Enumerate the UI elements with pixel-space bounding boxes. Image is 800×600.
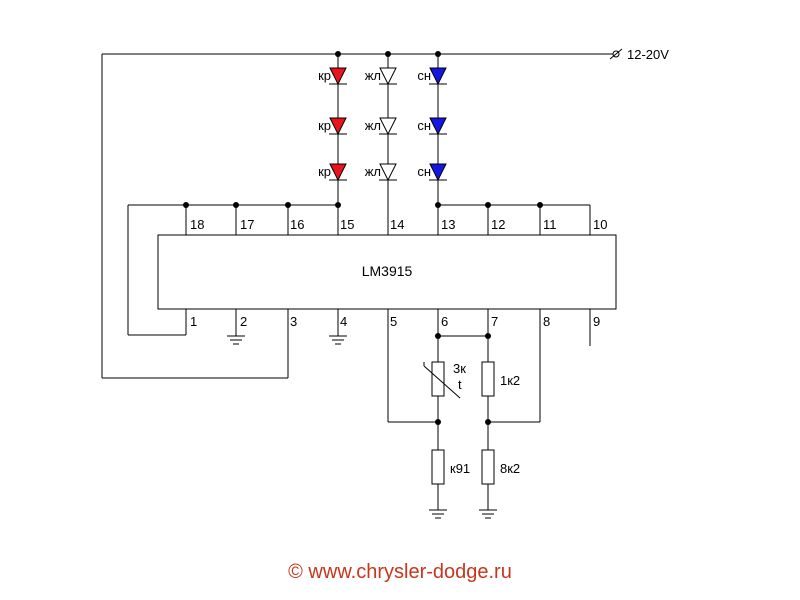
- led-blue-1: сн: [417, 67, 447, 86]
- copyright-footer: © www.chrysler-dodge.ru: [288, 561, 512, 583]
- pin-label-4: 4: [340, 314, 347, 329]
- led-label: сн: [417, 164, 431, 179]
- ground-icon: [227, 335, 245, 345]
- led-label: жл: [365, 164, 381, 179]
- led-label: сн: [417, 118, 431, 133]
- lm3915-ic: LM3915: [157, 234, 617, 310]
- thermistor-symbol: t: [458, 377, 462, 392]
- pin-label-18: 18: [190, 217, 204, 232]
- led-blue-3: сн: [417, 163, 447, 182]
- led-red-1: кр: [318, 67, 347, 86]
- pin-label-10: 10: [593, 217, 607, 232]
- led-label: кр: [318, 68, 331, 83]
- resistor-8k2-value: 8к2: [500, 461, 520, 476]
- led-column-yellow: жл жл жл: [365, 54, 397, 182]
- led-label: жл: [365, 68, 381, 83]
- pin-label-17: 17: [240, 217, 254, 232]
- pin-label-9: 9: [593, 314, 600, 329]
- ic-label: LM3915: [362, 263, 413, 279]
- led-label: сн: [417, 68, 431, 83]
- pin-label-5: 5: [390, 314, 397, 329]
- led-column-red: кр кр кр: [318, 54, 347, 182]
- pin-label-15: 15: [340, 217, 354, 232]
- led-label: кр: [318, 164, 331, 179]
- supply-rail: 12-20V: [101, 47, 669, 379]
- pin-label-16: 16: [290, 217, 304, 232]
- led-yellow-3: жл: [365, 163, 397, 182]
- ground-icon: [329, 335, 347, 345]
- pin-label-7: 7: [491, 314, 498, 329]
- pin-label-14: 14: [390, 217, 404, 232]
- pin-label-6: 6: [441, 314, 448, 329]
- led-red-2: кр: [318, 117, 347, 136]
- pin-label-3: 3: [290, 314, 297, 329]
- led-red-3: кр: [318, 163, 347, 182]
- pin-label-13: 13: [441, 217, 455, 232]
- supply-voltage-label: 12-20V: [627, 47, 669, 62]
- ground-icon: [479, 509, 497, 519]
- pin-label-1: 1: [190, 314, 197, 329]
- resistor-1k2: 1к2: [481, 361, 520, 397]
- led-yellow-2: жл: [365, 117, 397, 136]
- resistor-8k2: 8к2: [481, 449, 520, 485]
- resistor-k91-value: к91: [450, 461, 470, 476]
- bottom-wiring: 3к t 1к2 к91 8к2: [185, 309, 591, 519]
- pin-label-2: 2: [240, 314, 247, 329]
- led-columns: кр кр кр жл жл жл сн сн сн: [318, 54, 447, 182]
- led-column-blue: сн сн сн: [417, 54, 447, 182]
- resistor-k91: к91: [431, 449, 470, 485]
- thermistor-value: 3к: [453, 361, 466, 376]
- led-blue-2: сн: [417, 117, 447, 136]
- top-wiring: [127, 182, 591, 336]
- led-label: кр: [318, 118, 331, 133]
- ground-icon: [429, 509, 447, 519]
- pin-label-11: 11: [543, 217, 557, 232]
- resistor-1k2-value: 1к2: [500, 373, 520, 388]
- led-label: жл: [365, 118, 381, 133]
- pin-label-8: 8: [543, 314, 550, 329]
- pin-label-12: 12: [491, 217, 505, 232]
- led-yellow-1: жл: [365, 67, 397, 86]
- thermistor: 3к t: [423, 361, 466, 399]
